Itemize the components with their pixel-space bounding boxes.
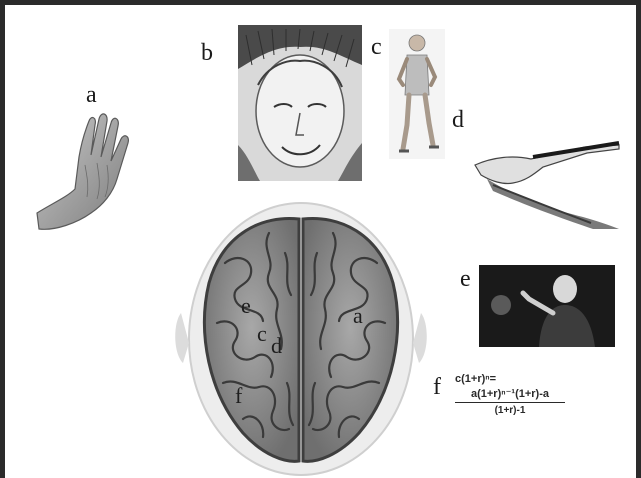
formula-line1: c(1+r)ⁿ= bbox=[455, 373, 565, 386]
brain-label-e: e bbox=[241, 295, 251, 317]
formula-numerator: a(1+r)ⁿ⁻¹(1+r)-a bbox=[455, 388, 565, 404]
brain-label-c: c bbox=[257, 323, 267, 345]
hand-icon bbox=[31, 105, 151, 237]
label-c: c bbox=[371, 35, 382, 59]
brain-label-d: d bbox=[271, 335, 282, 357]
writing-hand-icon bbox=[473, 135, 621, 231]
label-e: e bbox=[460, 267, 471, 291]
brain-label-f: f bbox=[235, 385, 242, 407]
label-a: a bbox=[86, 83, 97, 107]
face-sketch-icon bbox=[238, 25, 362, 181]
brain-label-a: a bbox=[353, 305, 363, 327]
compound-interest-formula: c(1+r)ⁿ= a(1+r)ⁿ⁻¹(1+r)-a (1+r)-1 bbox=[455, 373, 565, 417]
label-f: f bbox=[433, 375, 441, 399]
formula-fraction: a(1+r)ⁿ⁻¹(1+r)-a (1+r)-1 bbox=[455, 388, 565, 417]
formula-denominator: (1+r)-1 bbox=[455, 403, 565, 417]
brain-top-view-icon bbox=[173, 193, 429, 477]
speaker-photo-icon bbox=[479, 265, 615, 347]
label-d: d bbox=[452, 108, 464, 132]
runner-icon bbox=[389, 29, 445, 159]
label-b: b bbox=[201, 41, 213, 65]
